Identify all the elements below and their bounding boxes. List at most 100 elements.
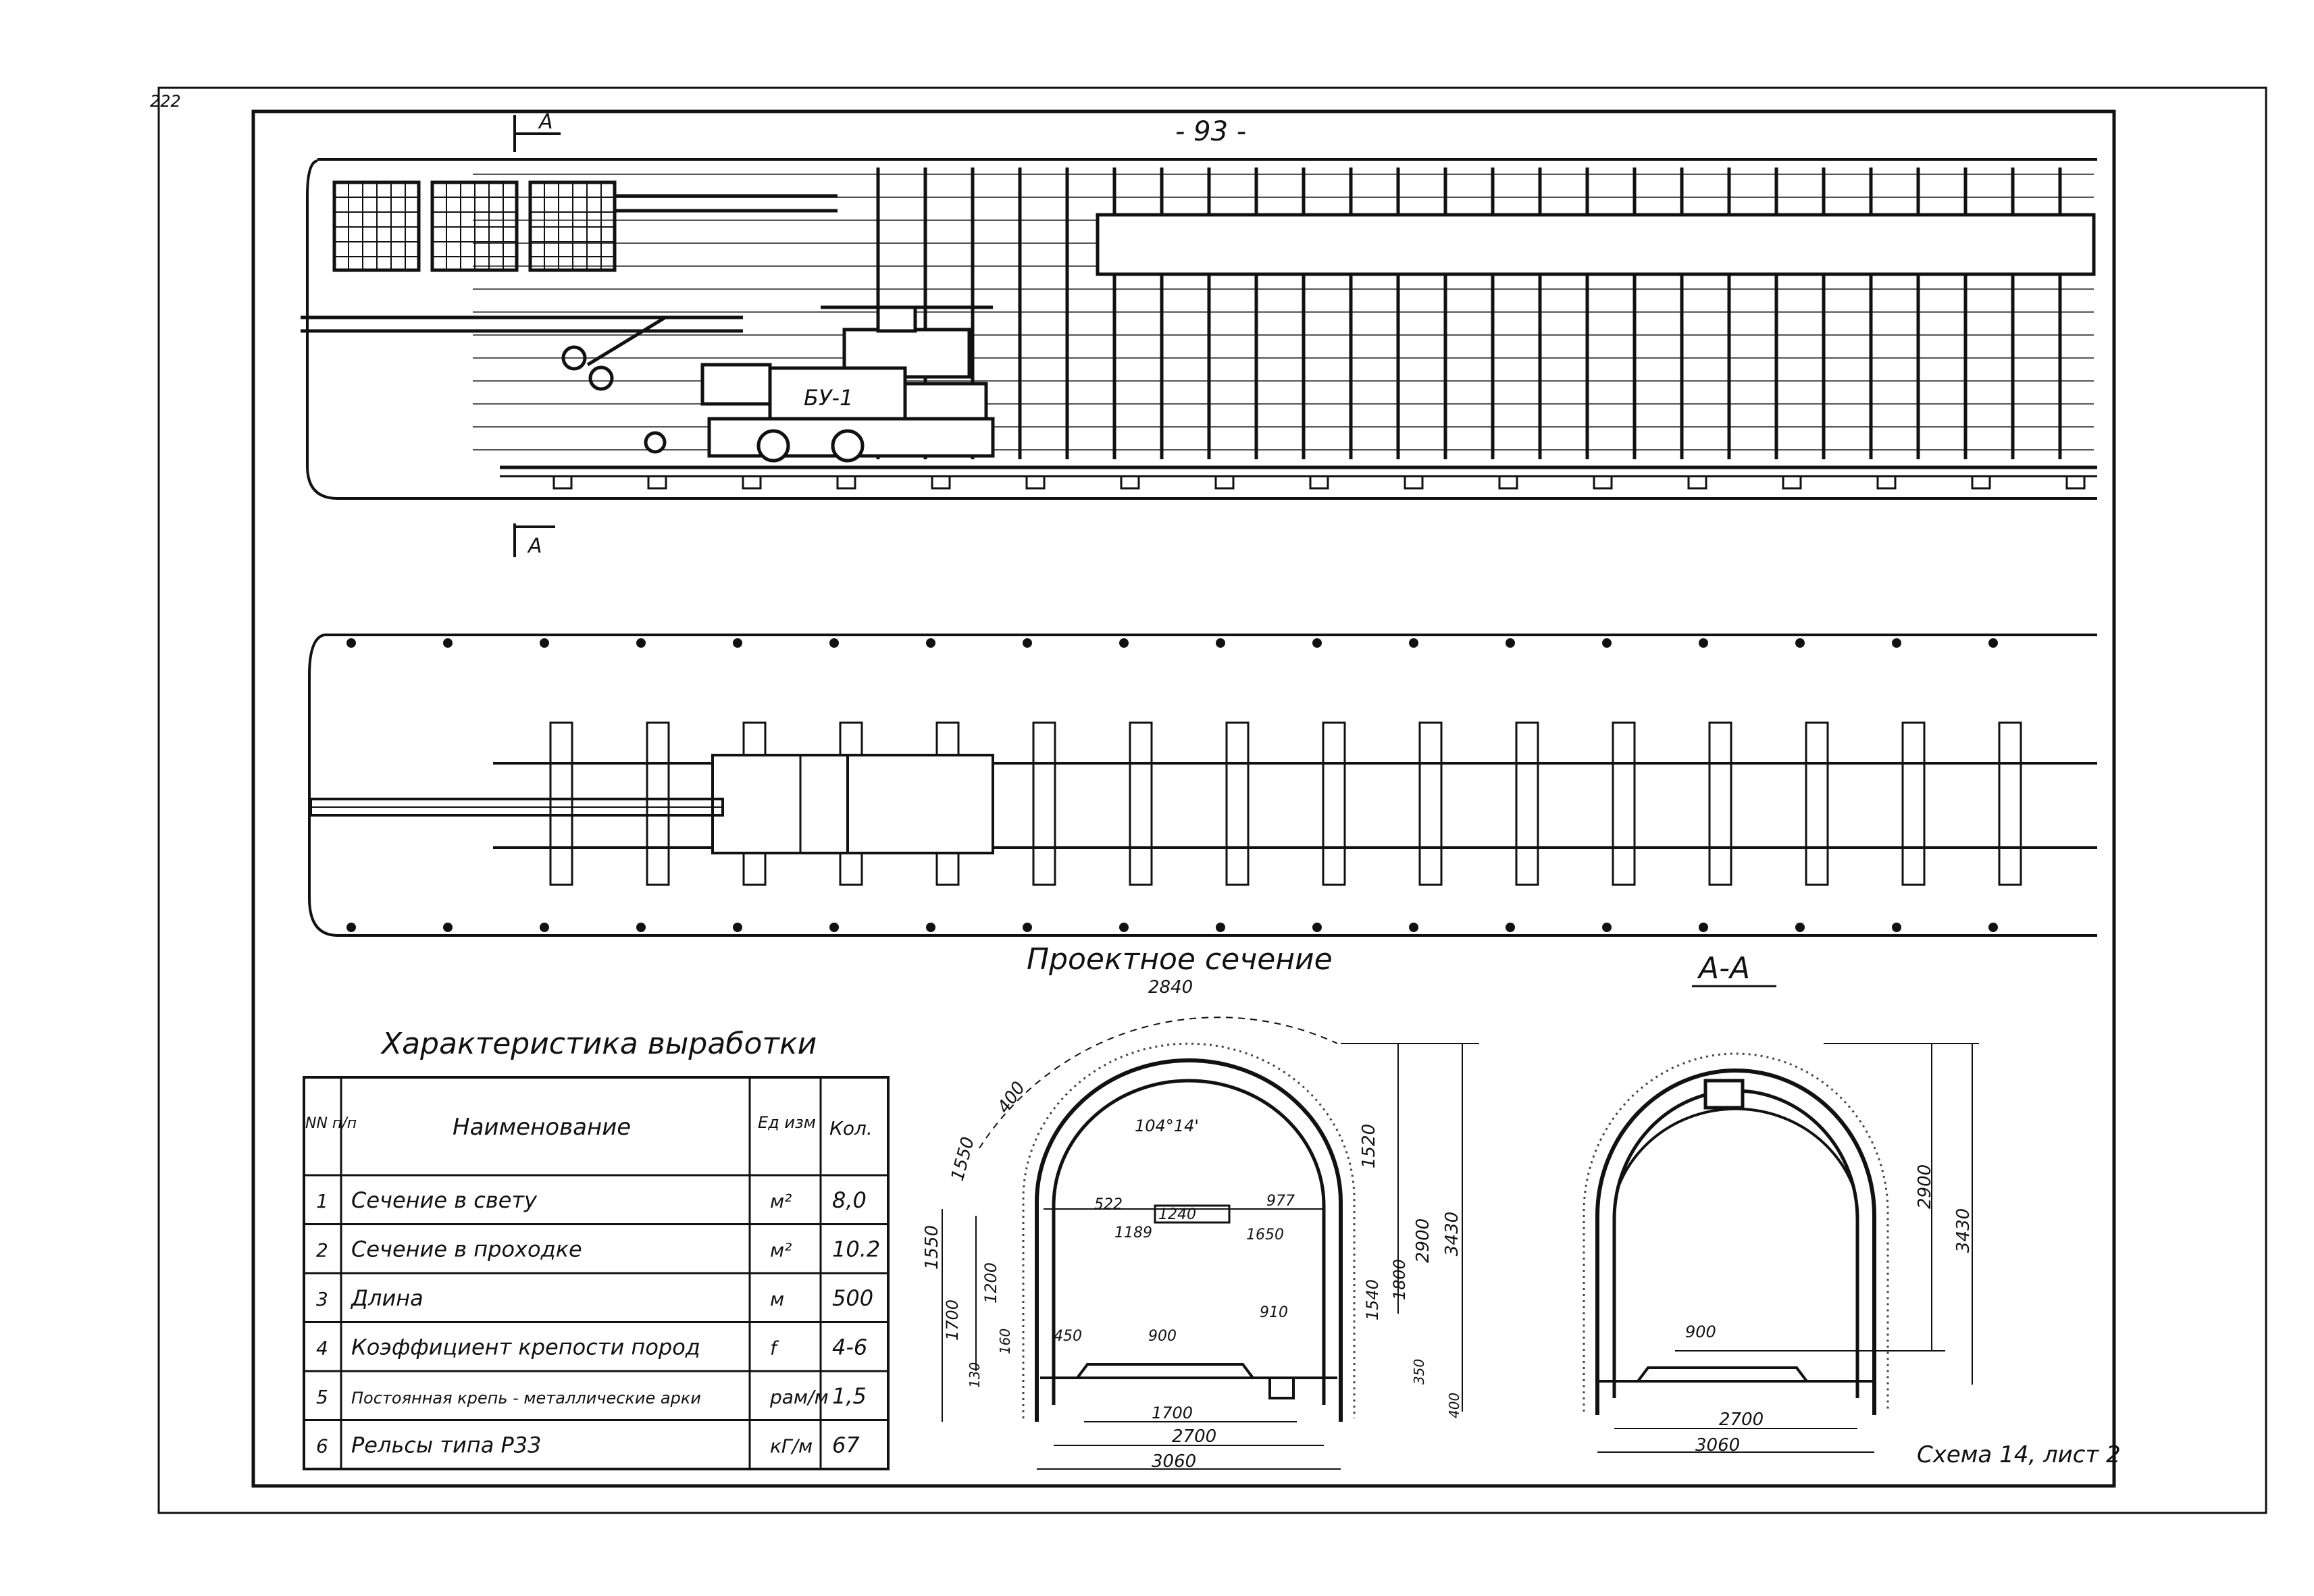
section-marker-a-top-label: A (538, 110, 553, 134)
rail-sleeper (1876, 475, 1897, 490)
plan-machine-front (846, 754, 994, 854)
header-name: Наименование (453, 1114, 631, 1141)
page-number: - 93 - (1175, 116, 1246, 147)
dim-arc: 2840 (1148, 977, 1193, 998)
row-qty: 1,5 (832, 1383, 867, 1409)
rail-sleeper (1214, 475, 1235, 490)
arch-bolt (1602, 638, 1612, 648)
dim-400: 400 (994, 1078, 1029, 1117)
row-qty: 8,0 (832, 1187, 867, 1213)
arch-bolt (1892, 923, 1901, 932)
dim-1240: 1240 (1158, 1206, 1196, 1223)
aa-dim-3060: 3060 (1695, 1435, 1740, 1456)
rail-sleeper (2065, 475, 2086, 490)
drill-boom (301, 194, 838, 391)
row-unit: кГ/м (770, 1435, 813, 1458)
rail-sleeper (647, 475, 667, 490)
plan-sleeper (1805, 721, 1829, 886)
arch-bolt (346, 638, 356, 648)
arch-bolt (1699, 638, 1708, 648)
rail-sleeper (931, 475, 951, 490)
characteristics-table: Характеристика выработки NN п/п Наименов… (303, 1027, 890, 1470)
aa-dim-2700: 2700 (1719, 1410, 1764, 1430)
arch-bolt (733, 638, 742, 648)
arch-bolt (1795, 923, 1805, 932)
arch-bolt (1988, 638, 1998, 648)
arch-bolt (1119, 923, 1129, 932)
inner-frame (251, 109, 2116, 1488)
section-marker-a-bottom-label: A (527, 534, 542, 558)
row-name: Постоянная крепь - металлические арки (351, 1389, 701, 1408)
row-unit: м² (770, 1239, 792, 1262)
header-qty: Кол. (829, 1117, 873, 1139)
table-title: Характеристика выработки (380, 1027, 817, 1061)
dim-400b: 400 (1446, 1393, 1462, 1418)
header-unit: Ед изм (758, 1113, 816, 1132)
design-arch-inner (1052, 1079, 1326, 1405)
arch-bolt (926, 638, 935, 648)
arch-bolt (540, 638, 549, 648)
plan-sleeper (549, 721, 573, 886)
plan-sleeper (646, 721, 670, 886)
arch-bolt (1795, 638, 1805, 648)
arch-bolt (1023, 923, 1032, 932)
row-qty: 10.2 (832, 1237, 880, 1262)
rail-sleeper (742, 475, 762, 490)
aa-dim-2900: 2900 (1915, 1164, 1935, 1209)
dim-1800: 1800 (1390, 1259, 1409, 1300)
plan-sleeper (1129, 721, 1153, 886)
dim-450: 450 (1054, 1328, 1082, 1345)
row-unit: рам/м (769, 1386, 829, 1408)
row-name: Длина (350, 1285, 423, 1311)
plan-sleeper (1225, 721, 1250, 886)
plan-view (308, 634, 2097, 937)
outer-frame (157, 86, 2267, 1514)
grid-screens (332, 180, 617, 272)
arch-bolt (1988, 923, 1998, 932)
row-num: 5 (316, 1386, 328, 1408)
arch-bolt (1892, 638, 1901, 648)
rail-sleeper (552, 475, 573, 490)
dim-350: 350 (1411, 1359, 1427, 1385)
section-marker-a-bottom (513, 523, 555, 557)
dim-2700: 2700 (1172, 1426, 1216, 1447)
plan-sleeper (1612, 721, 1636, 886)
row-unit: f (770, 1337, 779, 1360)
machine-label: БУ-1 (804, 385, 853, 411)
dim-angle: 104°14' (1135, 1116, 1199, 1135)
row-num: 3 (316, 1288, 328, 1310)
dim-977: 977 (1266, 1193, 1295, 1210)
dim-1700: 1700 (943, 1299, 962, 1341)
rail-sleeper (1120, 475, 1140, 490)
section-aa-title: А-А (1697, 951, 1750, 985)
section-aa: А-А 2900 3430 900 2700 3060 (1583, 951, 1979, 1456)
arch-bolt (733, 923, 742, 932)
aa-arch-rock (1583, 1052, 1889, 1412)
dim-1520: 1520 (1359, 1124, 1379, 1168)
row-qty: 500 (832, 1285, 873, 1311)
longitudinal-section: БУ-1 A A (301, 110, 2097, 558)
aa-dim-900: 900 (1685, 1322, 1716, 1341)
dim-130: 130 (967, 1362, 983, 1388)
arch-bolt (1409, 638, 1418, 648)
corner-number: 222 (150, 92, 181, 111)
design-arch-rock (1022, 1042, 1356, 1418)
arch-bolt (1699, 923, 1708, 932)
section-title: Проектное сечение (1027, 942, 1333, 977)
drill-machine (644, 305, 995, 463)
arch-bolt (1506, 923, 1515, 932)
dim-1189: 1189 (1114, 1225, 1152, 1241)
arch-bolt (636, 923, 646, 932)
row-qty: 4-6 (832, 1335, 867, 1360)
arch-bolt (926, 923, 935, 932)
arch-bolt (1023, 638, 1032, 648)
arch-bolt (443, 923, 453, 932)
row-name: Коэффициент крепости пород (351, 1335, 700, 1360)
row-name: Сечение в свету (351, 1187, 538, 1213)
dim-2900: 2900 (1413, 1218, 1433, 1263)
aa-arch-outer (1595, 1069, 1876, 1415)
rail-sleeper (1971, 475, 1991, 490)
aa-dim-3430: 3430 (1953, 1208, 1974, 1253)
dim-910: 910 (1260, 1304, 1288, 1321)
